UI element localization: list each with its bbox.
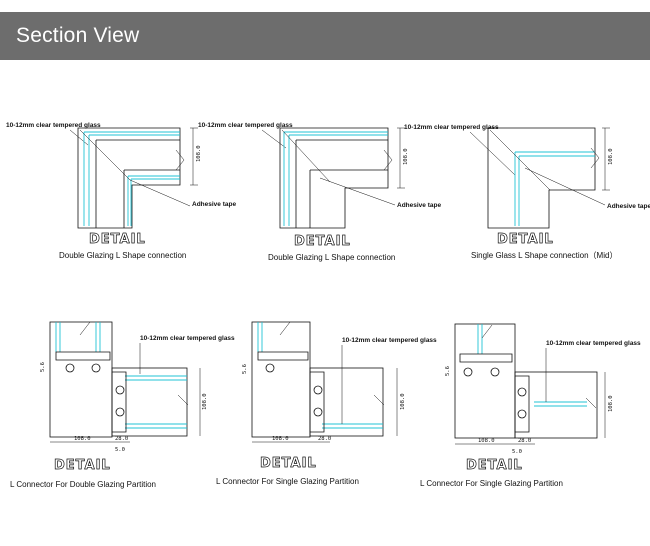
glass-vertical [257,322,263,352]
leader-line [69,129,89,146]
detail-title-6: DETAIL [466,458,523,473]
tape-label-3: Adhesive tape [607,203,650,210]
glass-label-1: 10-12mm clear tempered glass [6,122,101,129]
dim-height: 108.0 [196,145,202,162]
frame-outline [279,127,389,229]
dim-height: 108.0 [400,393,406,410]
dim-small: 5.0 [512,449,522,455]
dim-height: 108.0 [403,148,409,165]
frame-outline [487,127,596,229]
dim-width: 108.0 [272,436,289,442]
frame-outline [77,127,181,229]
dim-height: 108.0 [608,148,614,165]
frame-horizontal [514,371,598,439]
glass-pane-inner [127,175,180,226]
caption-2: Double Glazing L Shape connection [268,253,395,262]
section-header: Section View [0,12,650,60]
break-mark [175,149,185,171]
dim-small: 5.0 [115,447,125,453]
frame-horizontal [111,367,188,437]
detail-3-single-glass-l-shape: 10-12mm clear tempered glass 108.0 Adhes… [404,124,650,260]
connector-profile [257,351,325,433]
detail-2-double-glazing-l-shape: 10-12mm clear tempered glass 108.0 Adhes… [198,122,441,262]
glass-vertical [55,322,101,352]
detail-title-2: DETAIL [294,234,351,249]
detail-5-l-connector-single: 10-12mm clear tempered glass 108.0 5.6 1… [216,321,437,486]
connector-profile [459,353,530,433]
caption-4: L Connector For Double Glazing Partition [10,480,156,489]
dim-small: 28.0 [518,438,531,444]
detail-title-4: DETAIL [54,458,111,473]
detail-4-l-connector-double: 10-12mm clear tempered glass 108.0 5.6 1… [10,321,235,489]
frame-vertical [251,321,311,438]
glass-horizontal [125,375,187,429]
glass-vertical [477,324,483,354]
frame-inner [95,139,180,228]
caption-6: L Connector For Single Glazing Partition [420,479,563,488]
dim-small: 28.0 [115,436,128,442]
glass-pane-outer [83,131,180,226]
frame-horizontal [309,367,384,437]
dim-small: 5.6 [445,366,451,376]
frame-vertical [454,323,516,439]
frame-inner [295,139,388,228]
dim-height: 108.0 [608,395,614,412]
detail-title-5: DETAIL [260,456,317,471]
glass-label-3: 10-12mm clear tempered glass [404,124,499,131]
frame-vertical [49,321,113,438]
detail-title-1: DETAIL [89,232,146,247]
dim-width: 108.0 [74,436,91,442]
tape-label-2: Adhesive tape [397,202,441,209]
section-title: Section View [16,24,140,47]
dim-height: 108.0 [202,393,208,410]
glass-label-2: 10-12mm clear tempered glass [198,122,293,129]
detail-6-l-connector-single: 10-12mm clear tempered glass 108.0 5.6 1… [420,323,641,488]
glass-label-6: 10-12mm clear tempered glass [546,340,641,347]
glass-pane [283,131,388,226]
detail-title-3: DETAIL [497,232,554,247]
glass-horizontal [534,401,587,407]
caption-1: Double Glazing L Shape connection [59,251,186,260]
dim-small: 5.6 [40,362,46,372]
dim-width: 108.0 [478,438,495,444]
dim-small: 5.6 [242,364,248,374]
connector-profile [55,351,127,433]
glass-horizontal [322,423,383,429]
miter-line [79,129,131,181]
tape-label-1: Adhesive tape [192,201,236,208]
glass-label-4: 10-12mm clear tempered glass [140,335,235,342]
glass-label-5: 10-12mm clear tempered glass [342,337,437,344]
dim-small: 28.0 [318,436,331,442]
glass-pane [514,151,595,226]
caption-3: Single Glass L Shape connection（Mid） [471,251,617,260]
caption-5: L Connector For Single Glazing Partition [216,477,359,486]
detail-1-double-glazing-l-shape: 10-12mm clear tempered glass 108.0 Adhes… [6,122,236,260]
